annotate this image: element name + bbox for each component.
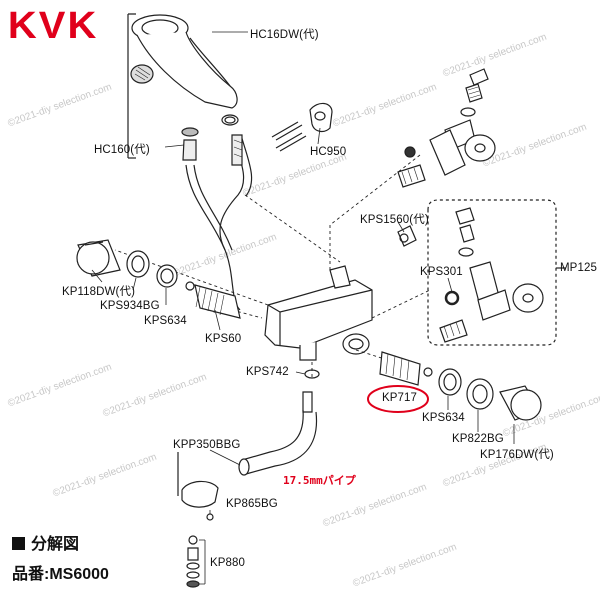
kp822bg-cap-icon bbox=[466, 378, 494, 410]
brand-logo: KVK bbox=[7, 5, 99, 47]
hc950-bracket-icon bbox=[271, 102, 333, 152]
check-valve-assembly-icon bbox=[397, 68, 496, 188]
hose-icon bbox=[181, 127, 253, 311]
kps634-right-ring-icon bbox=[438, 368, 462, 396]
caption-model: 品番:MS6000 bbox=[12, 566, 109, 583]
mp125-parts-icon bbox=[439, 207, 544, 343]
square-bullet-icon bbox=[12, 537, 25, 550]
label-kp118dw: KP118DW(代) bbox=[62, 286, 135, 298]
spout-pipe-icon bbox=[238, 391, 318, 476]
label-kp880: KP880 bbox=[210, 557, 246, 569]
faucet-body-icon bbox=[264, 265, 373, 361]
label-kps60: KPS60 bbox=[205, 333, 242, 345]
kps934bg-cap-icon bbox=[126, 250, 150, 278]
shower-head-icon bbox=[130, 14, 239, 126]
mp125-group-box bbox=[427, 199, 557, 346]
kp717-highlight-circle bbox=[367, 385, 429, 413]
label-kp176dw: KP176DW(代) bbox=[480, 449, 554, 461]
label-kps634-left: KPS634 bbox=[144, 315, 187, 327]
kp865bg-nozzle-icon bbox=[181, 480, 219, 521]
label-kp822bg: KP822BG bbox=[452, 433, 504, 445]
label-kps634-right: KPS634 bbox=[422, 412, 465, 424]
label-hc950: HC950 bbox=[310, 146, 347, 158]
label-kps1560: KPS1560(代) bbox=[360, 214, 429, 226]
kps60-cartridge-icon bbox=[185, 281, 241, 319]
label-kps742: KPS742 bbox=[246, 366, 289, 378]
caption-title: 分解図 bbox=[12, 530, 79, 554]
kp118dw-handle-icon bbox=[76, 239, 121, 277]
label-kp717: KP717 bbox=[382, 392, 418, 404]
kp717-cartridge-icon bbox=[379, 351, 433, 386]
kp176dw-handle-icon bbox=[499, 385, 542, 421]
label-hc160: HC160(代) bbox=[94, 144, 150, 156]
kp880-aerator-icon bbox=[186, 535, 200, 588]
pipe-size-note: 17.5mmパイプ bbox=[283, 474, 356, 487]
label-kp865bg: KP865BG bbox=[226, 498, 278, 510]
kps634-ring-icon bbox=[156, 264, 178, 288]
label-kps934bg: KPS934BG bbox=[100, 300, 160, 312]
label-mp125: MP125 bbox=[560, 262, 597, 274]
label-hc16dw: HC16DW(代) bbox=[250, 29, 319, 41]
label-kps301: KPS301 bbox=[420, 266, 463, 278]
label-kpp350bbg: KPP350BBG bbox=[173, 439, 241, 451]
caption-title-text: 分解図 bbox=[31, 536, 80, 553]
